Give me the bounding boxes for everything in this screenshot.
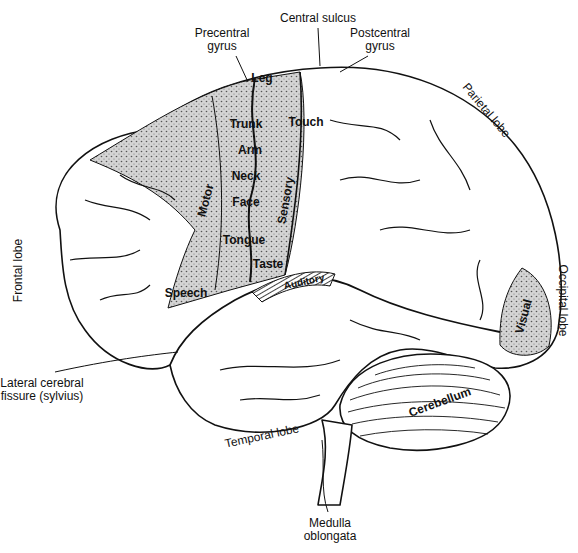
body-part-label: Trunk xyxy=(221,118,271,131)
area-label: Speech xyxy=(159,287,214,300)
body-part-label: Taste xyxy=(243,258,293,271)
structure-label: Lateral cerebral fissure (sylvius) xyxy=(0,377,87,403)
motor-sensory-area xyxy=(90,72,304,308)
body-part-label: Neck xyxy=(226,170,266,183)
body-part-label: Tongue xyxy=(214,234,274,247)
body-part-label: Leg xyxy=(242,72,282,85)
postcentral-boundary xyxy=(285,72,301,275)
structure-label: Precentral gyrus xyxy=(182,27,262,53)
body-part-label: Face xyxy=(226,196,266,209)
structure-label: Central sulcus xyxy=(263,12,373,25)
body-part-label: Arm xyxy=(230,144,270,157)
structure-label: Medulla oblongata xyxy=(295,517,365,543)
body-part-label: Touch xyxy=(281,116,331,129)
cerebellum xyxy=(340,354,510,450)
leader-lines xyxy=(55,28,368,512)
lobe-label: Occipital lobe xyxy=(556,250,569,350)
visual-area xyxy=(500,268,551,355)
sylvian-fissure xyxy=(170,277,500,365)
lobe-label: Frontal lobe xyxy=(12,220,25,320)
structure-label: Postcentral gyrus xyxy=(340,27,420,53)
